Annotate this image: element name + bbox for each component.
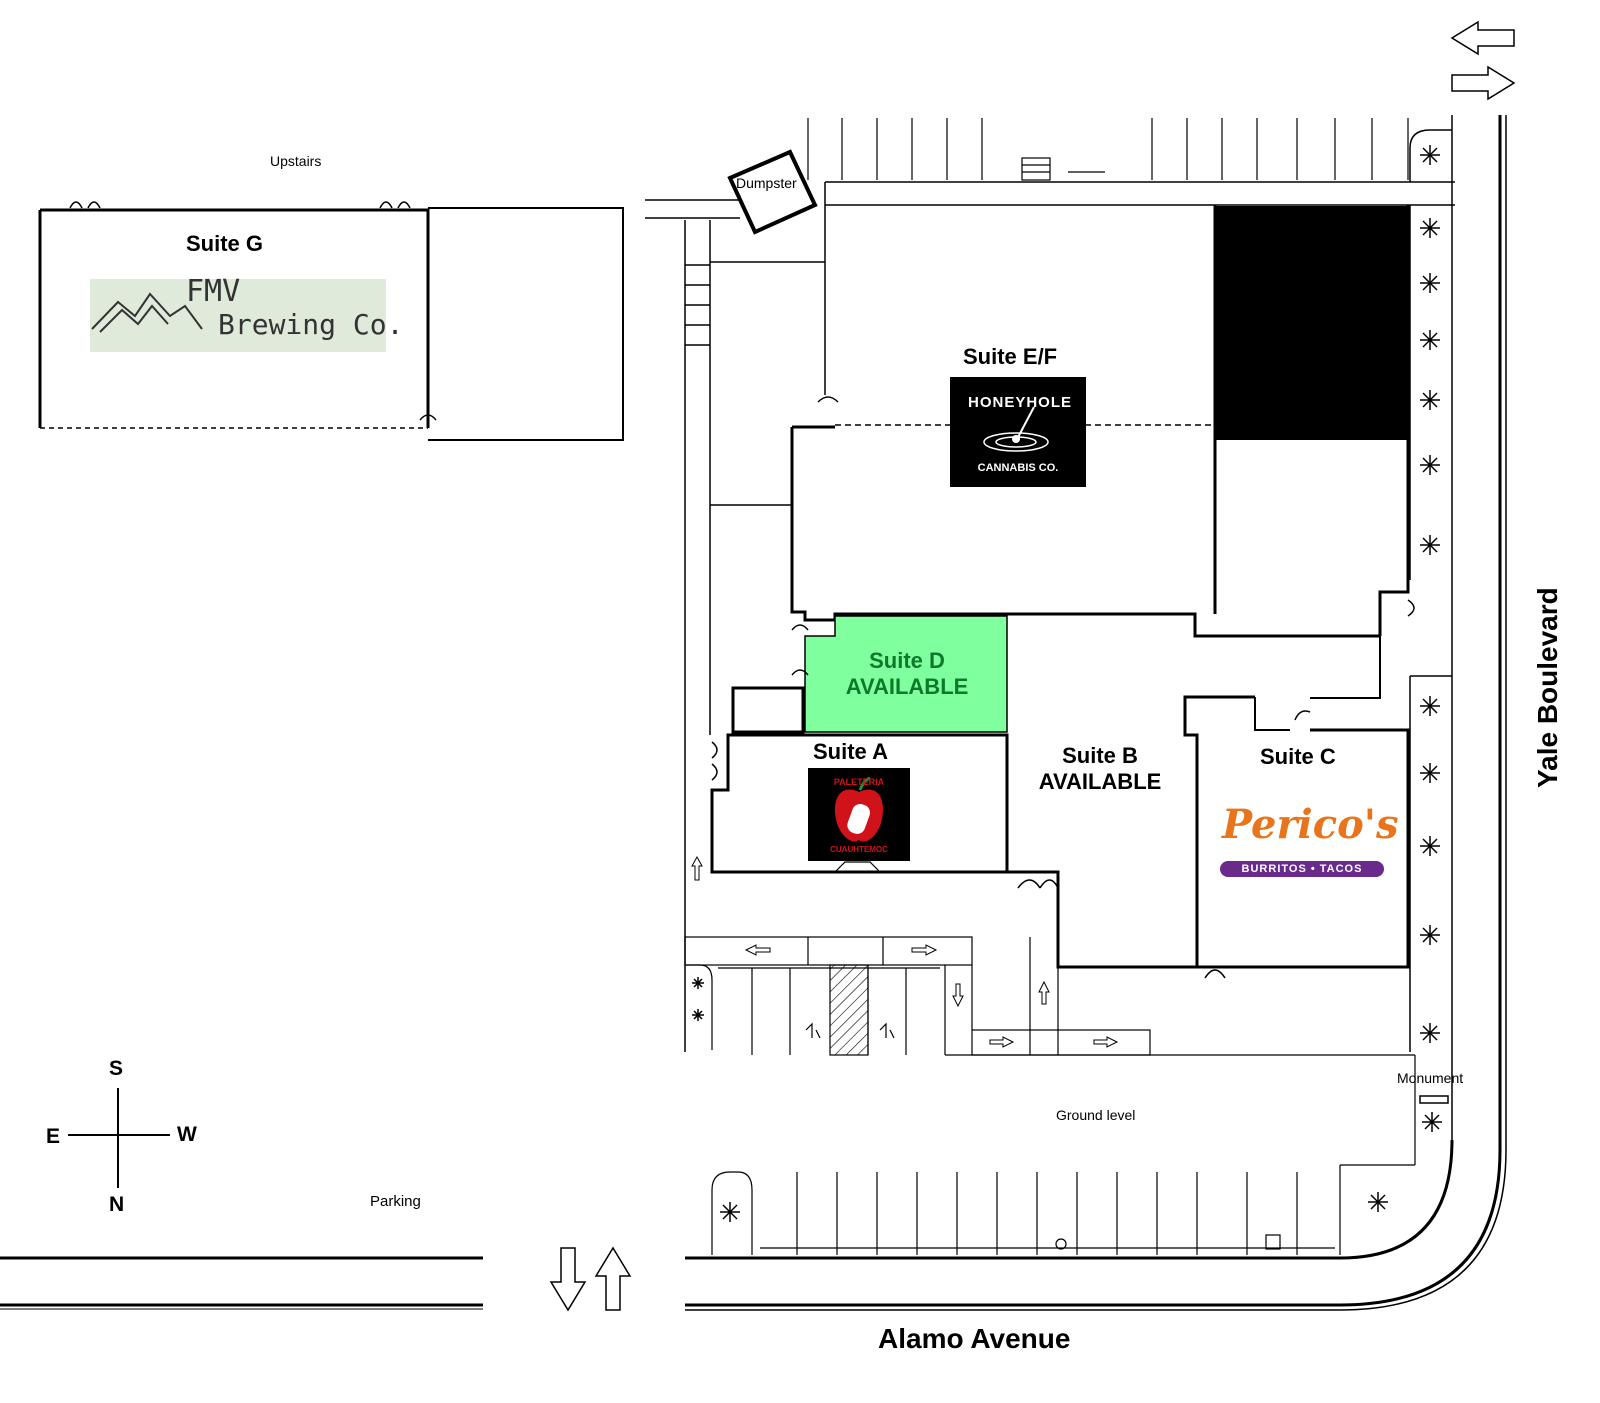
compass-rose [68, 1088, 170, 1188]
arrow-left-icon [1450, 20, 1515, 56]
bottom-parking-stalls [711, 1171, 1335, 1255]
mountain-icon [91, 292, 203, 333]
fmv-brewing-logo: FMV Brewing Co. [90, 274, 403, 352]
pericos-logo-line2: BURRITOS • TACOS [1220, 861, 1384, 877]
arrow-right-icon [911, 944, 938, 956]
occupied-block [1216, 206, 1408, 440]
compass-west: W [177, 1123, 197, 1146]
arrow-right-icon [989, 1036, 1015, 1048]
honeyhole-logo: HONEYHOLE CANNABIS CO. [950, 377, 1086, 487]
tree-icon [1420, 330, 1440, 350]
tree-icon [1420, 535, 1440, 555]
parking-label: Parking [370, 1193, 421, 1210]
tree-icon [1420, 145, 1440, 165]
arrow-right-icon [1093, 1036, 1119, 1048]
arrow-up-icon [691, 855, 703, 881]
suite-d-label: Suite D AVAILABLE [807, 650, 1007, 698]
streets [0, 115, 1507, 1311]
west-corridor [684, 182, 826, 1052]
suite-ef-label: Suite E/F [963, 344, 1058, 369]
south-parking-aisle [684, 936, 1416, 1255]
tree-icon [692, 1009, 704, 1021]
suite-d-status: AVAILABLE [845, 674, 969, 699]
alamo-avenue-label: Alamo Avenue [878, 1323, 1071, 1354]
arrow-right-icon [1451, 65, 1516, 101]
paleteria-logo: PALETERIA CUAUHTEMOC [808, 768, 910, 861]
paleteria-logo-line2: CUAUHTEMOC [830, 845, 888, 854]
upstairs-label: Upstairs [270, 153, 322, 169]
arrow-down-icon [549, 1247, 587, 1312]
honeyhole-logo-line1: HONEYHOLE [968, 394, 1073, 411]
tree-icon [1420, 925, 1440, 945]
east-planter [1409, 115, 1453, 1150]
suite-g-building [38, 201, 624, 441]
compass-north: N [109, 1193, 125, 1216]
suite-b-name: Suite B [1062, 743, 1138, 768]
tree-icon [1420, 763, 1440, 783]
compass-south: S [109, 1057, 124, 1080]
arrow-up-icon [594, 1246, 632, 1311]
arrow-up-icon [1038, 980, 1050, 1005]
fmv-logo-line1: FMV [186, 274, 241, 309]
honey-drip-icon [983, 406, 1049, 452]
compass-east: E [46, 1125, 61, 1148]
tree-icon [720, 1202, 740, 1222]
apple-popsicle-icon [834, 776, 884, 842]
tree-icon [692, 977, 704, 989]
suite-a-label: Suite A [813, 739, 888, 764]
honeyhole-logo-line2: CANNABIS CO. [977, 462, 1059, 474]
top-parking-stalls [807, 118, 1409, 181]
tree-icon [1368, 1192, 1388, 1212]
tree-icon [1420, 836, 1440, 856]
suite-b-label: Suite B AVAILABLE [1010, 745, 1190, 793]
suite-d-area [731, 615, 1008, 734]
suite-c-outline [1195, 584, 1415, 979]
tree-icon [1420, 273, 1440, 293]
service-walkway [645, 149, 1455, 235]
arrow-left-icon [744, 944, 771, 956]
tree-icon [1420, 218, 1440, 238]
suite-d-name: Suite D [869, 648, 945, 673]
tree-icon [1420, 1023, 1440, 1043]
tree-icon [1422, 1112, 1442, 1132]
tree-icons [692, 145, 1442, 1222]
tree-icon [1420, 390, 1440, 410]
tree-icon [1420, 455, 1440, 475]
accessible-parking-icon [805, 1022, 895, 1039]
tree-icon [1420, 696, 1440, 716]
pericos-logo: Perico's BURRITOS • TACOS [1218, 805, 1399, 877]
traffic-arrows [549, 20, 1516, 1312]
pericos-logo-line1: Perico's [1222, 801, 1399, 848]
paleteria-logo-line1: PALETERIA [833, 777, 885, 787]
dumpster-label: Dumpster [736, 175, 797, 191]
yale-boulevard-label: Yale Boulevard [1532, 587, 1563, 788]
suite-b-status: AVAILABLE [1038, 769, 1162, 794]
monument-sign [1419, 1095, 1449, 1104]
arrow-down-icon [952, 983, 964, 1008]
ground-level-label: Ground level [1056, 1107, 1136, 1123]
fmv-logo-line2: Brewing Co. [218, 308, 404, 341]
suite-c-label: Suite C [1260, 744, 1336, 769]
monument-label: Monument [1397, 1070, 1464, 1086]
suite-g-label: Suite G [186, 231, 264, 256]
